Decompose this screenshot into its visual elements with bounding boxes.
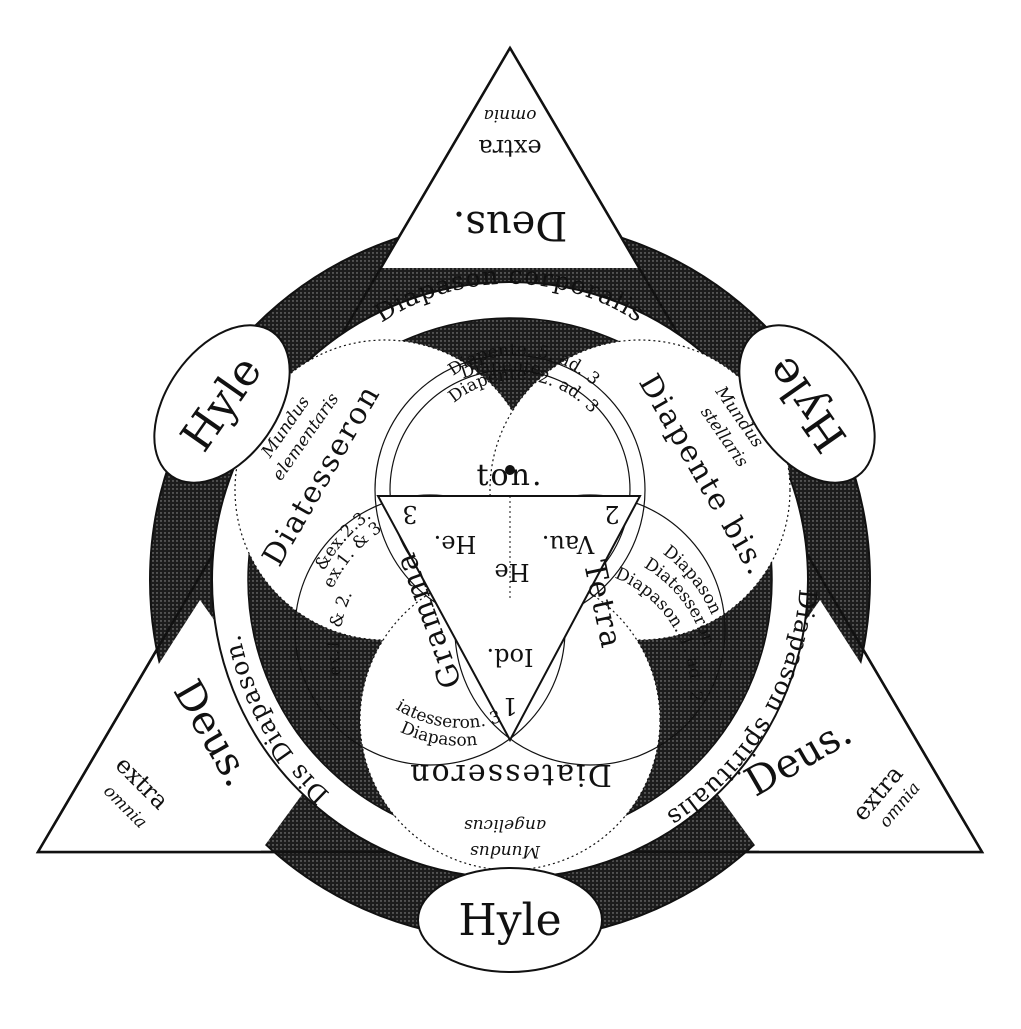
- hyle-oval-right: Hyle: [738, 324, 876, 484]
- center-num-3: 3: [402, 500, 417, 528]
- center-vau: Vau.: [542, 530, 596, 558]
- center-ton: ton.: [477, 458, 544, 493]
- hyle-oval-bottom: Hyle: [417, 867, 603, 973]
- world-angelic-2: angelicus: [464, 815, 546, 835]
- hyle-bottom-text: Hyle: [458, 895, 561, 946]
- title-bottom-circle: Diatesseron: [408, 757, 612, 792]
- left-triangle-corner: [38, 600, 320, 852]
- center-triangle: [376, 495, 642, 743]
- center-he-mid: He: [494, 558, 529, 586]
- extra-top: extra: [478, 134, 541, 162]
- world-angelic-1: Mundus: [470, 841, 541, 861]
- right-triangle-corner: [700, 600, 982, 852]
- deus-top: Deus.: [453, 202, 568, 248]
- center-dot: [505, 465, 515, 475]
- omnia-top: omnia: [484, 105, 537, 125]
- center-num-2: 2: [604, 500, 619, 528]
- top-triangle-corner: [380, 48, 640, 268]
- center-he-left: He.: [434, 530, 477, 558]
- center-num-1: 1: [502, 692, 517, 720]
- hyle-oval-left: Hyle: [153, 324, 291, 484]
- center-iod: Iod.: [487, 643, 534, 671]
